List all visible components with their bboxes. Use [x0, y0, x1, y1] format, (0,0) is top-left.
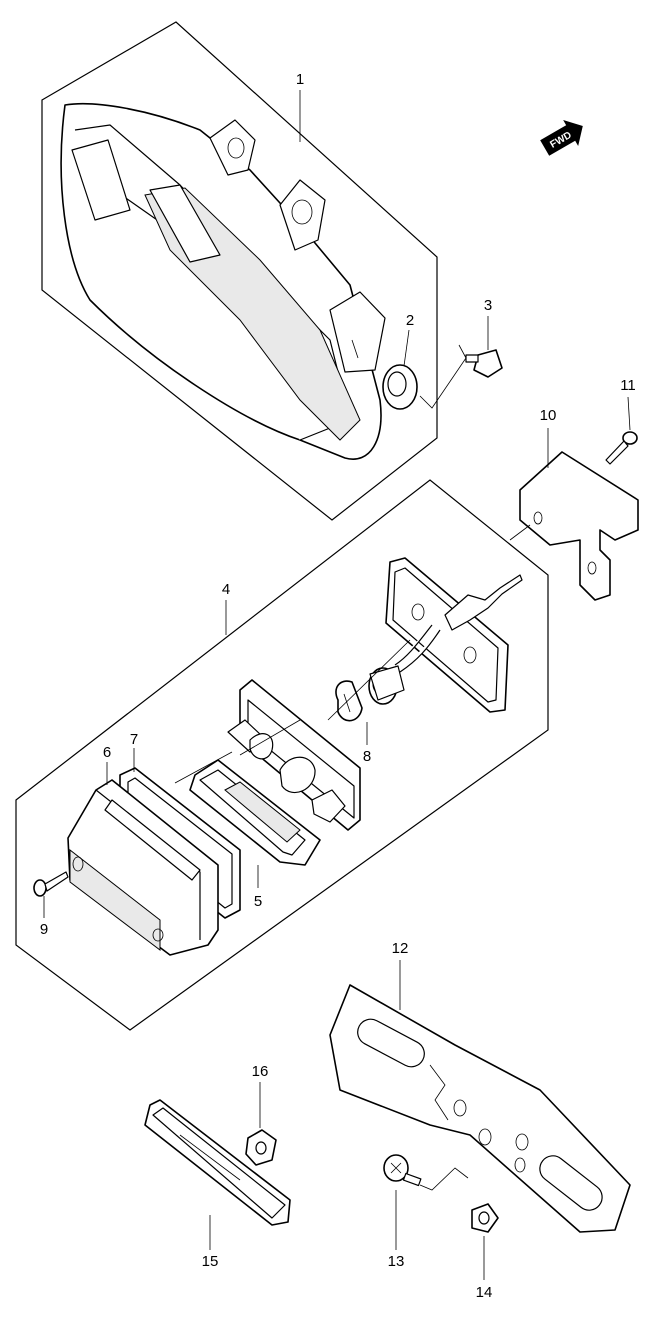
- callout-11: 11: [620, 377, 636, 394]
- callout-8: 8: [363, 748, 371, 765]
- part-9-screw: [33, 871, 69, 897]
- callout-14: 14: [476, 1284, 493, 1301]
- part-16-nut: [245, 1129, 277, 1166]
- group-box-4: [15, 479, 549, 1031]
- callout-15: 15: [202, 1253, 219, 1270]
- callout-7: 7: [130, 731, 138, 748]
- part-3-screw: [465, 349, 503, 378]
- callout-10: 10: [540, 407, 557, 424]
- bulb-socket: [368, 665, 405, 705]
- callout-9: 9: [40, 921, 48, 938]
- part-1-rear-combination-lamp: [60, 102, 386, 460]
- lamp-holder: [227, 679, 361, 831]
- part-5-lens-cover: [189, 759, 321, 866]
- callout-6: 6: [103, 744, 111, 761]
- group-box-1: [41, 21, 438, 521]
- part-11-tapping-screw: [605, 431, 638, 465]
- callout-12: 12: [392, 940, 409, 957]
- part-2-grommet: [382, 364, 418, 410]
- callout-16: 16: [252, 1063, 269, 1080]
- part-13-bolt: [383, 1154, 422, 1187]
- callout-1: 1: [296, 71, 304, 88]
- fwd-arrow-icon: FWD: [540, 120, 583, 156]
- lamp-base-plate: [385, 557, 523, 713]
- part-10-bracket: [519, 451, 639, 601]
- callout-13: 13: [388, 1253, 405, 1270]
- part-14-nut: [471, 1203, 499, 1233]
- callout-5: 5: [254, 893, 262, 910]
- part-8-bulb: [335, 680, 363, 722]
- callout-4: 4: [222, 581, 230, 598]
- part-12-license-bracket: [329, 984, 631, 1233]
- callout-2: 2: [406, 312, 414, 329]
- part-6-license-lamp: [67, 779, 219, 956]
- part-15-reflector: [144, 1099, 291, 1226]
- callout-3: 3: [484, 297, 492, 314]
